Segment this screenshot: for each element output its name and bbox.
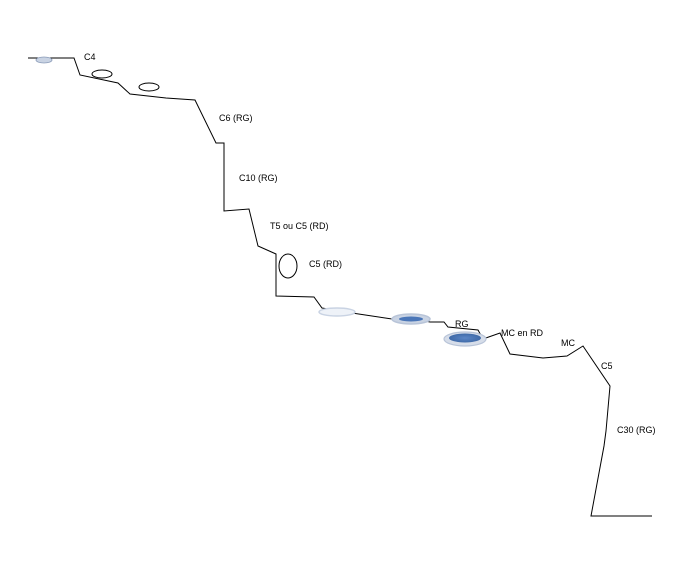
labels: C4 C6 (RG) C10 (RG) T5 ou C5 (RD) C5 (RD…	[84, 52, 656, 435]
label-c5: C5	[601, 361, 613, 371]
pool-outline-1	[91, 69, 113, 79]
label-c30: C30 (RG)	[617, 425, 656, 435]
label-c4: C4	[84, 52, 96, 62]
label-c5-rd: C5 (RD)	[309, 259, 342, 269]
label-c6: C6 (RG)	[219, 113, 253, 123]
pool-outline-vertical	[278, 253, 298, 279]
pools	[35, 56, 487, 347]
label-mc: MC	[561, 338, 575, 348]
label-t5-c5: T5 ou C5 (RD)	[270, 221, 329, 231]
pool-top	[35, 56, 53, 64]
pool-light-1	[318, 307, 356, 317]
pool-full-blue	[449, 333, 481, 343]
label-c10: C10 (RG)	[239, 173, 278, 183]
pool-half-blue-inner	[399, 316, 423, 322]
profile-line	[28, 57, 652, 517]
label-rg: RG	[455, 319, 469, 329]
pool-outline-2	[138, 82, 160, 92]
label-mc-en-rd: MC en RD	[501, 328, 544, 338]
